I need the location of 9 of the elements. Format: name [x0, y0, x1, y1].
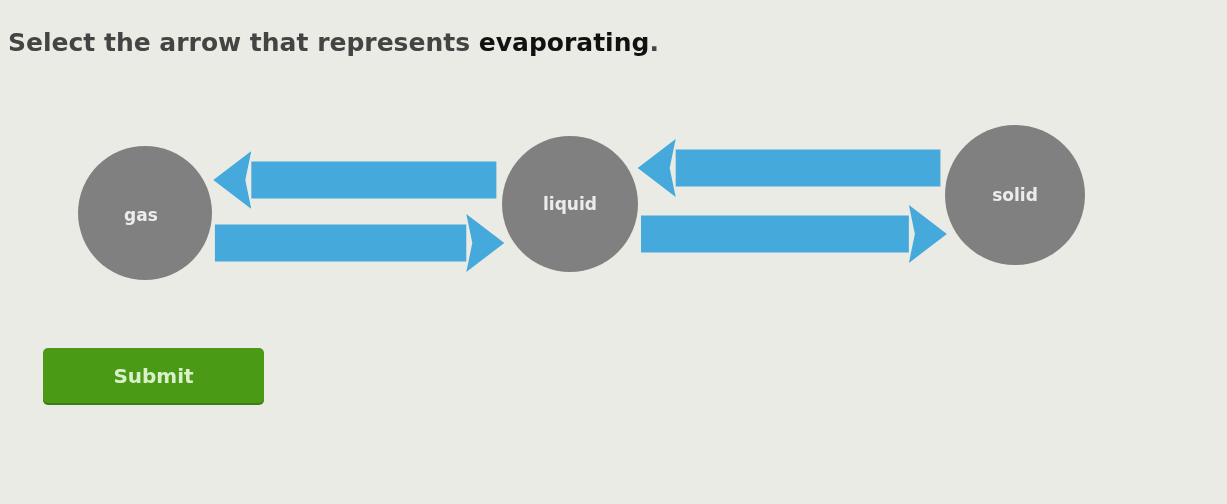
arrow: [637, 139, 941, 197]
arrow: [214, 214, 505, 272]
arrow: [641, 205, 947, 263]
question-text: Select the arrow that represents evaporating.: [8, 28, 659, 57]
state-label: liquid: [543, 194, 597, 214]
submit-button: Submit: [43, 348, 264, 403]
state-label: solid: [992, 185, 1038, 205]
arrow: [213, 151, 497, 209]
state-label: gas: [124, 205, 158, 225]
